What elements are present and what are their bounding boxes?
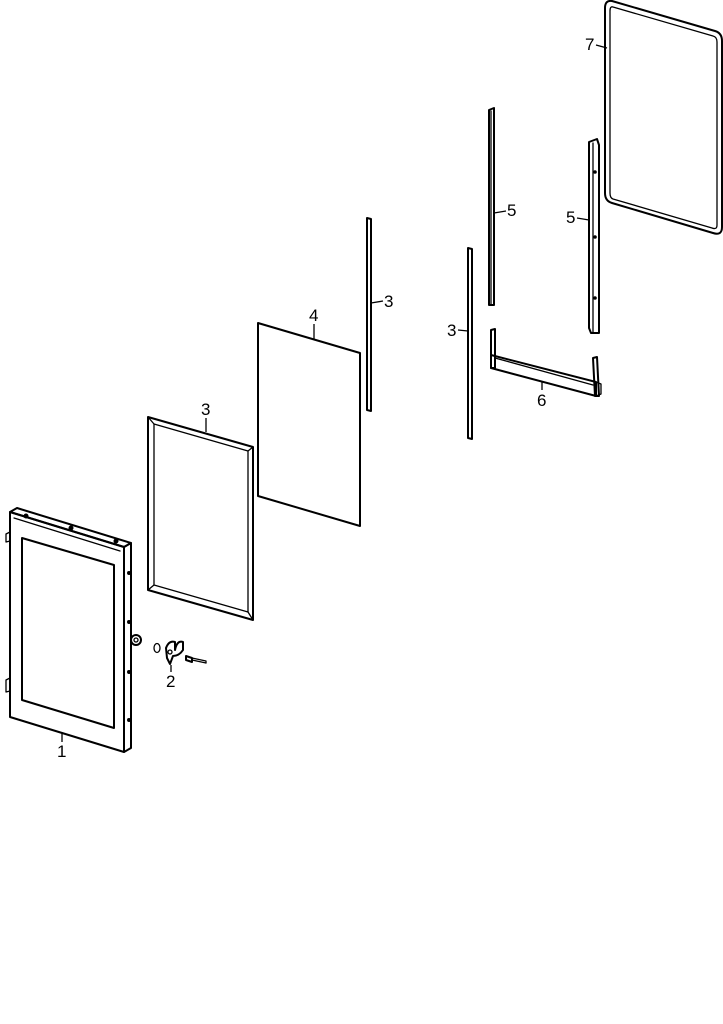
- callout-rail-right: 5: [566, 208, 575, 227]
- door-part: [5, 507, 142, 753]
- callout-glass-panel: 4: [309, 306, 318, 325]
- leader-lines: [61, 44, 608, 742]
- callout-labels: 1 2 3 4 3 3 5 5 6 7: [57, 35, 594, 761]
- callout-strip-right: 3: [447, 321, 456, 340]
- hinge-part: [153, 640, 207, 665]
- callout-outer-frame: 7: [585, 35, 594, 54]
- callout-gasket-frame: 3: [201, 400, 210, 419]
- rail-left-part: [488, 107, 495, 306]
- strip-right-part: [467, 247, 473, 440]
- outer-frame-part: [604, 0, 723, 235]
- gasket-frame-part: [147, 416, 254, 621]
- callout-bottom-bracket: 6: [537, 391, 546, 410]
- rail-right-part: [588, 138, 600, 334]
- callout-door: 1: [57, 742, 66, 761]
- strip-mid-part: [366, 217, 372, 412]
- callout-strip-mid: 3: [384, 292, 393, 311]
- glass-panel-part: [257, 322, 361, 527]
- callout-hinge: 2: [166, 672, 175, 691]
- callout-rail-left: 5: [507, 201, 516, 220]
- bottom-bracket-part: [490, 328, 602, 397]
